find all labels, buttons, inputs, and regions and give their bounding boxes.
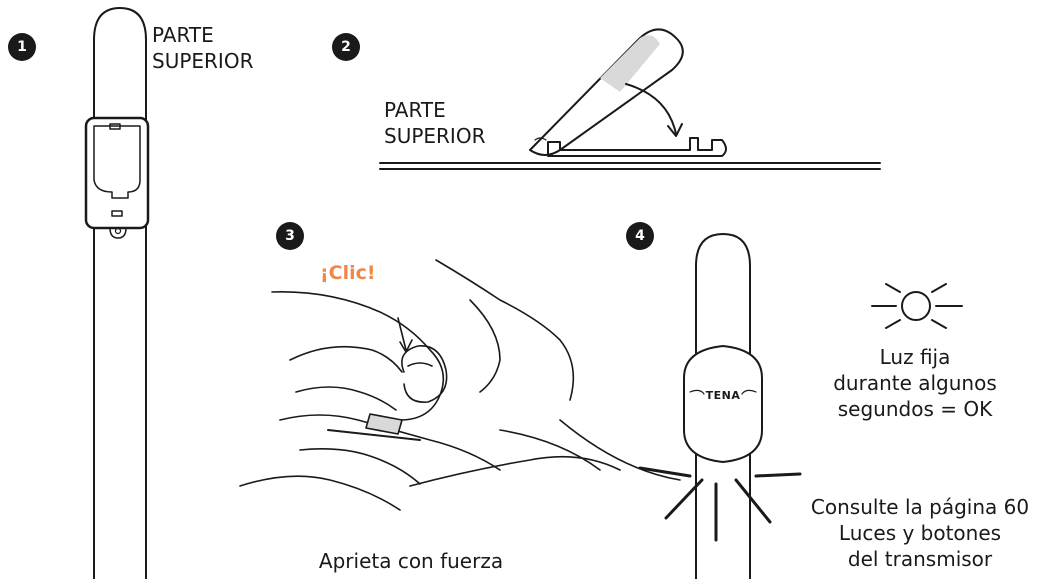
step-2-label: PARTE SUPERIOR xyxy=(384,98,486,148)
transmitter-note: Consulte la página 60 Luces y botones de… xyxy=(810,495,1030,571)
click-label: ¡Clic! xyxy=(320,262,376,284)
light-status-text: Luz fija durante algunos segundos = OK xyxy=(833,345,997,421)
light-rays xyxy=(638,466,802,542)
strip-step2 xyxy=(529,28,684,156)
base-line xyxy=(379,162,881,170)
hands-drawing xyxy=(239,259,681,511)
tena-logo: TENA xyxy=(705,389,741,402)
transmitter-slot-step1 xyxy=(84,116,150,230)
step-2-badge: 2 xyxy=(332,33,360,61)
step-1-badge: 1 xyxy=(8,33,36,61)
strip-step4 xyxy=(695,233,751,579)
step-3-badge: 3 xyxy=(276,222,304,250)
step-4-badge: 4 xyxy=(626,222,654,250)
click-arrow xyxy=(397,317,407,351)
strip-step1 xyxy=(93,7,147,579)
step-1-label: PARTE SUPERIOR xyxy=(152,23,254,73)
sun-icon xyxy=(871,283,963,329)
transmitter-step4 xyxy=(683,345,763,463)
rotate-arrow xyxy=(625,83,677,135)
step-3-caption: Aprieta con fuerza xyxy=(318,549,504,573)
